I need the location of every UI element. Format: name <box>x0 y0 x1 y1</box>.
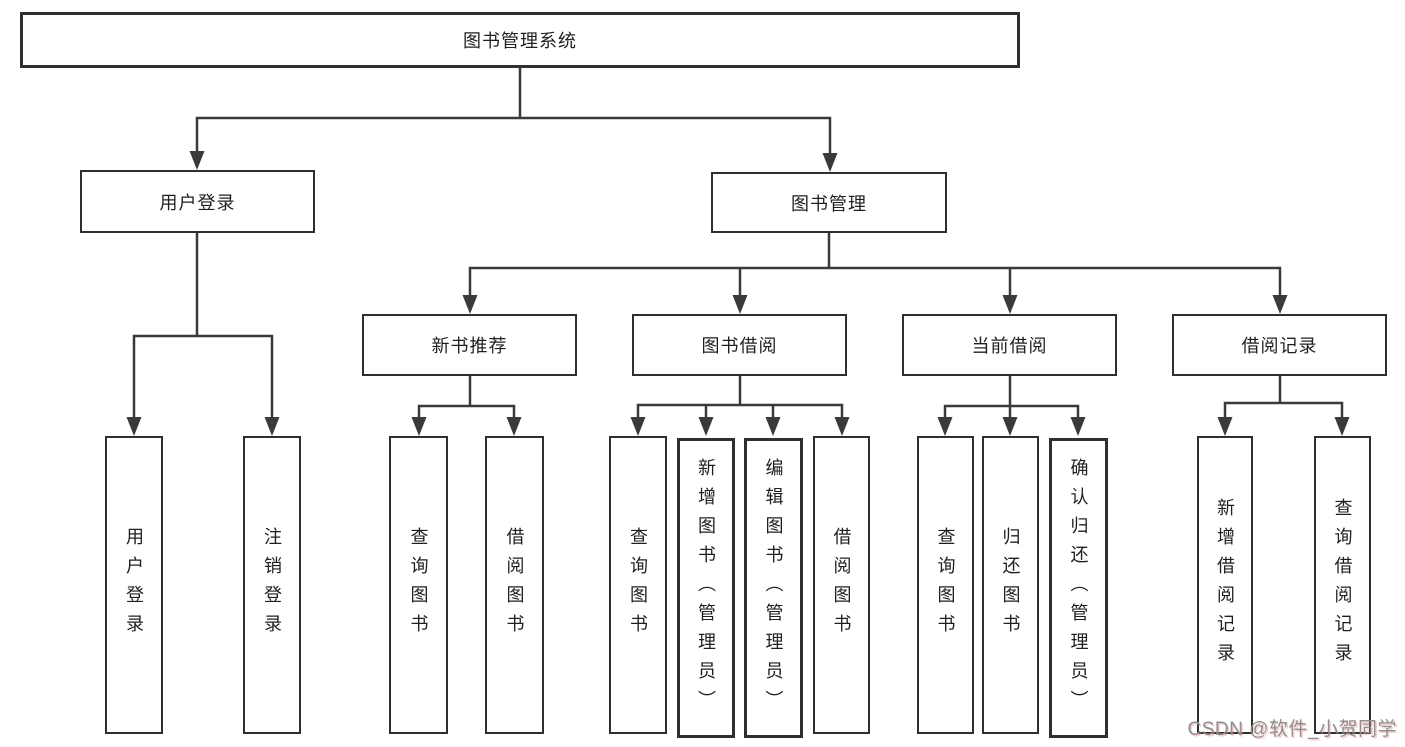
leaf-records-add-record-label: 新增借阅记录 <box>1215 498 1235 672</box>
leaf-records-query-record: 查询借阅记录 <box>1314 436 1371 734</box>
leaf-newbooks-query-books-label: 查询图书 <box>408 527 429 643</box>
leaf-borrow-add-books-admin: 新增图书（管理员） <box>677 438 735 738</box>
node-current-borrow-label: 当前借阅 <box>971 336 1048 356</box>
leaf-records-query-record-label: 查询借阅记录 <box>1332 498 1353 672</box>
leaf-current-query-books-label: 查询图书 <box>935 527 956 643</box>
leaf-borrow-borrow-books-label: 借阅图书 <box>831 527 852 643</box>
leaf-logout: 注销登录 <box>243 436 301 734</box>
leaf-current-confirm-return-admin-label: 确认归还（管理员） <box>1068 457 1089 719</box>
node-new-book-recommend: 新书推荐 <box>362 314 577 376</box>
leaf-newbooks-borrow-books: 借阅图书 <box>485 436 544 734</box>
leaf-current-return-books-label: 归还图书 <box>1000 527 1021 643</box>
node-new-book-recommend-label: 新书推荐 <box>431 336 508 356</box>
node-book-borrow-label: 图书借阅 <box>701 336 778 356</box>
leaf-borrow-query-books-label: 查询图书 <box>628 527 648 643</box>
leaf-borrow-edit-books-admin-label: 编辑图书（管理员） <box>763 457 784 719</box>
node-user-login-label: 用户登录 <box>159 192 236 213</box>
csdn-watermark: CSDN @软件_小贺同学 <box>1187 719 1397 740</box>
leaf-current-confirm-return-admin: 确认归还（管理员） <box>1049 438 1108 738</box>
leaf-newbooks-borrow-books-label: 借阅图书 <box>504 527 525 643</box>
node-borrow-records: 借阅记录 <box>1172 314 1387 376</box>
node-user-login: 用户登录 <box>80 170 315 233</box>
node-book-management-label: 图书管理 <box>791 193 867 214</box>
node-root-system: 图书管理系统 <box>20 12 1020 68</box>
leaf-borrow-edit-books-admin: 编辑图书（管理员） <box>744 438 803 738</box>
node-current-borrow: 当前借阅 <box>902 314 1117 376</box>
node-book-borrow: 图书借阅 <box>632 314 847 376</box>
leaf-user-login: 用户登录 <box>105 436 163 734</box>
node-borrow-records-label: 借阅记录 <box>1241 336 1318 356</box>
leaf-newbooks-query-books: 查询图书 <box>389 436 448 734</box>
leaf-logout-label: 注销登录 <box>262 527 282 643</box>
node-root-label: 图书管理系统 <box>463 31 577 51</box>
leaf-current-return-books: 归还图书 <box>982 436 1039 734</box>
leaf-borrow-add-books-admin-label: 新增图书（管理员） <box>696 457 716 719</box>
node-book-management: 图书管理 <box>711 172 947 233</box>
leaf-current-query-books: 查询图书 <box>917 436 974 734</box>
leaf-records-add-record: 新增借阅记录 <box>1197 436 1253 734</box>
leaf-user-login-label: 用户登录 <box>124 527 144 643</box>
leaf-borrow-query-books: 查询图书 <box>609 436 667 734</box>
leaf-borrow-borrow-books: 借阅图书 <box>813 436 870 734</box>
